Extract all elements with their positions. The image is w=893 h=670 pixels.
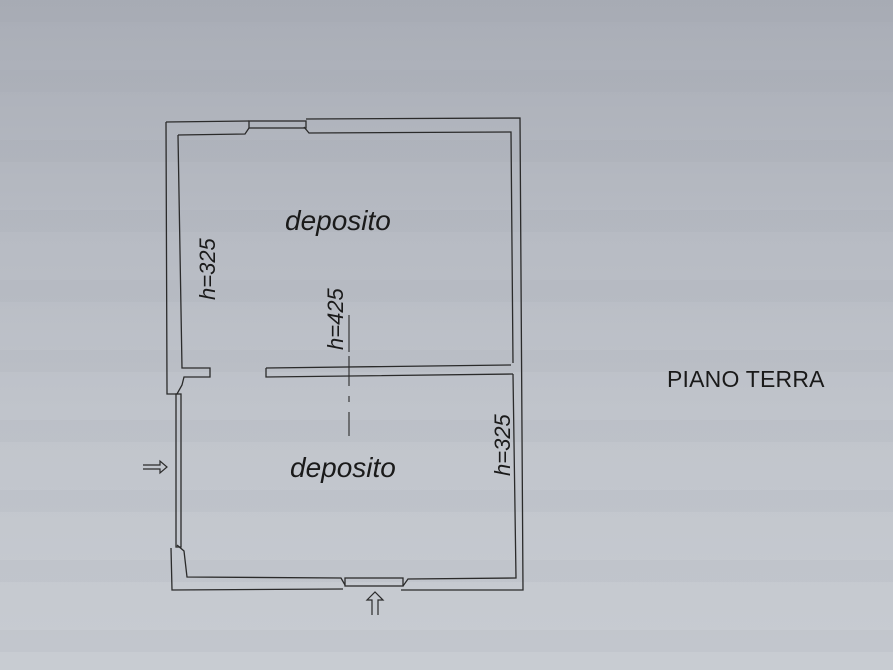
height-label-center: h=425: [323, 287, 348, 350]
outer-wall: [165, 117, 524, 591]
arrow-up-icon: [365, 591, 385, 615]
height-label-lower: h=325: [490, 413, 515, 476]
inner-wall-top: [177, 126, 514, 364]
window-top: [248, 120, 307, 129]
floor-title: PIANO TERRA: [667, 366, 825, 392]
arrow-right-icon: [143, 459, 168, 475]
height-label-upper: h=325: [195, 237, 220, 300]
room-label-lower: deposito: [290, 452, 396, 483]
room-label-upper: deposito: [285, 205, 391, 236]
door-bottom: [344, 577, 404, 587]
partition-wall: [265, 364, 514, 378]
door-left: [175, 393, 182, 548]
